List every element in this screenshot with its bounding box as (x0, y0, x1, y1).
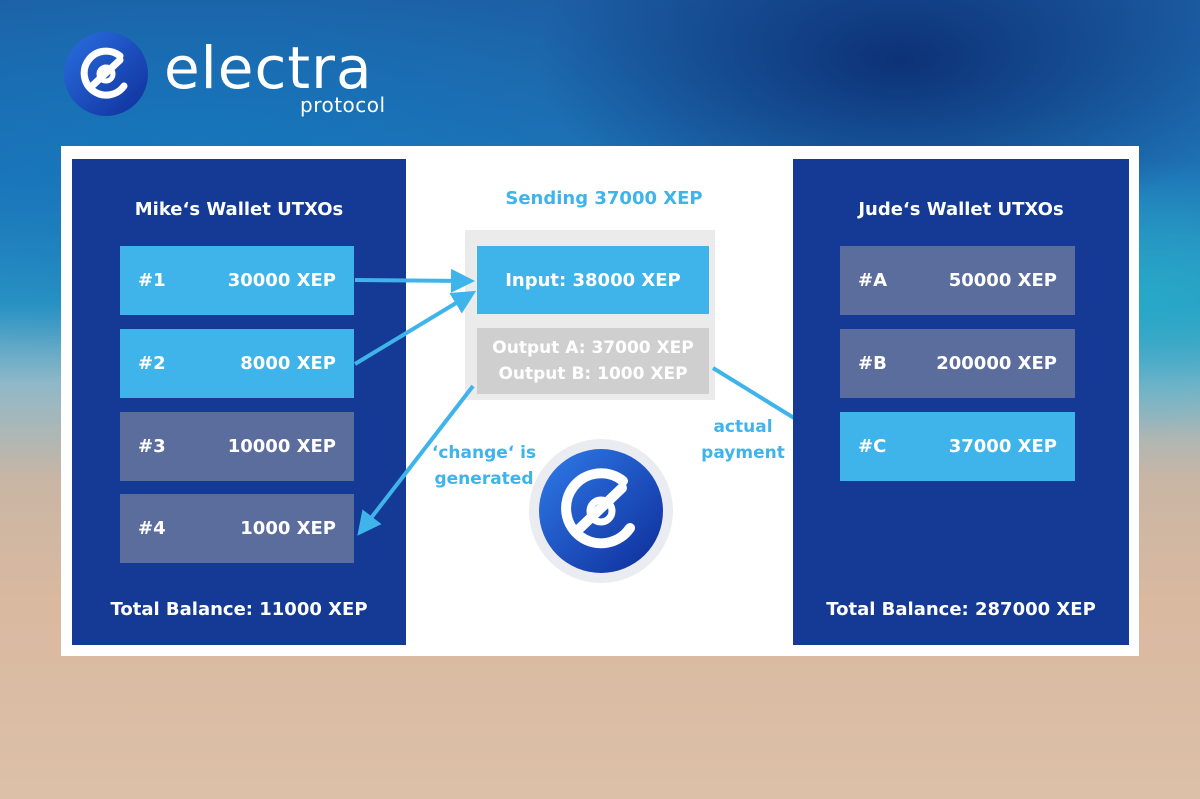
utxo-amount: 50000 XEP (948, 270, 1057, 291)
transaction-outputs: Output A: 37000 XEP Output B: 1000 XEP (477, 328, 709, 394)
utxo-id: #C (858, 436, 887, 457)
arrow-utxo2-to-input (353, 290, 477, 366)
change-label-line2: generated (434, 469, 534, 489)
utxo-3: #3 10000 XEP (120, 412, 354, 481)
arrow-output-to-utxo4 (357, 384, 475, 536)
transaction-title: Sending 37000 XEP (505, 188, 703, 209)
utxo-amount: 30000 XEP (227, 270, 336, 291)
utxo-amount: 1000 XEP (240, 518, 336, 539)
utxo-id: #B (858, 353, 887, 374)
electra-logo: electra protocol (62, 30, 422, 120)
electra-center-icon (529, 439, 673, 583)
brand-name: electra (164, 34, 373, 102)
utxo-4: #4 1000 XEP (120, 494, 354, 563)
utxo-2: #2 8000 XEP (120, 329, 354, 398)
mike-wallet: Mike‘s Wallet UTXOs #1 30000 XEP #2 8000… (72, 159, 406, 645)
utxo-id: #4 (138, 518, 166, 539)
electra-logo-icon (64, 32, 148, 116)
payment-label-line2: payment (701, 443, 785, 463)
utxo-diagram-panel: Mike‘s Wallet UTXOs #1 30000 XEP #2 8000… (61, 146, 1139, 656)
output-b: Output B: 1000 XEP (498, 364, 688, 384)
utxo-id: #2 (138, 353, 166, 374)
utxo-B: #B 200000 XEP (840, 329, 1075, 398)
transaction-input: Input: 38000 XEP (477, 246, 709, 314)
jude-wallet: Jude‘s Wallet UTXOs #A 50000 XEP #B 2000… (793, 159, 1129, 645)
utxo-id: #A (858, 270, 888, 291)
change-label-line1: ‘change‘ is (431, 443, 537, 463)
payment-label-line1: actual (713, 417, 773, 437)
utxo-C: #C 37000 XEP (840, 412, 1075, 481)
jude-total-balance: Total Balance: 287000 XEP (826, 599, 1096, 620)
mike-total-balance: Total Balance: 11000 XEP (110, 599, 368, 620)
mike-wallet-title: Mike‘s Wallet UTXOs (134, 199, 344, 220)
utxo-id: #3 (138, 436, 166, 457)
utxo-amount: 200000 XEP (936, 353, 1057, 374)
payment-label: actual payment (693, 414, 793, 466)
change-label: ‘change‘ is generated (419, 440, 549, 492)
utxo-amount: 10000 XEP (227, 436, 336, 457)
utxo-A: #A 50000 XEP (840, 246, 1075, 315)
jude-wallet-title: Jude‘s Wallet UTXOs (858, 199, 1064, 220)
utxo-id: #1 (138, 270, 166, 291)
utxo-amount: 37000 XEP (948, 436, 1057, 457)
utxo-amount: 8000 XEP (240, 353, 336, 374)
brand-subtitle: protocol (300, 93, 386, 117)
arrow-utxo1-to-input (354, 268, 475, 293)
output-a: Output A: 37000 XEP (492, 338, 694, 358)
utxo-1: #1 30000 XEP (120, 246, 354, 315)
